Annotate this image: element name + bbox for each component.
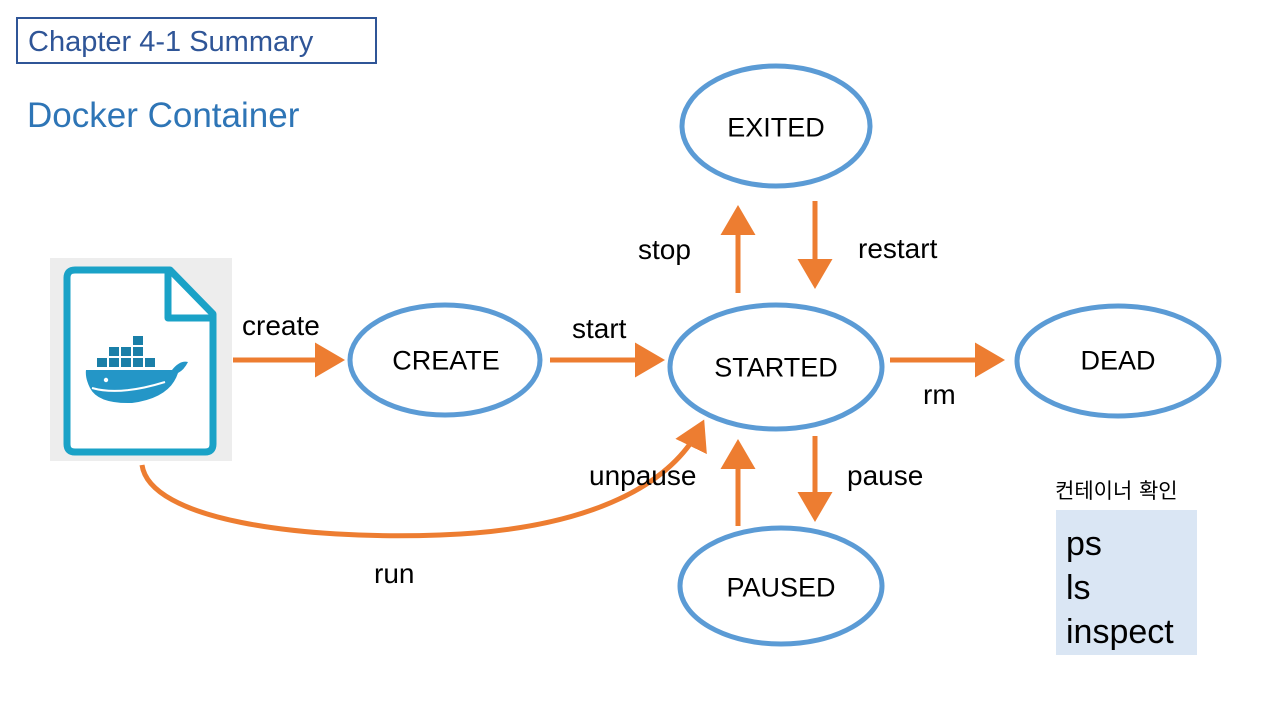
state-exited-label: EXITED	[727, 112, 825, 143]
state-paused	[677, 525, 885, 647]
state-dead-label: DEAD	[1080, 345, 1156, 376]
state-create	[347, 302, 543, 418]
command-heading: 컨테이너 확인	[1055, 479, 1178, 503]
whale-icon	[85, 336, 188, 404]
command-item: ps	[1066, 525, 1102, 563]
state-create-label: CREATE	[392, 345, 500, 376]
command-list: ps ls inspect	[1056, 510, 1197, 655]
transition-rm-label: rm	[923, 379, 956, 410]
transition-create-label: create	[242, 310, 320, 341]
arrow-run	[139, 419, 707, 539]
state-exited	[679, 63, 873, 189]
state-started	[667, 302, 885, 432]
slide-title: Chapter 4-1 Summary	[16, 17, 377, 64]
docker-image-file-icon	[50, 258, 232, 461]
transition-unpause-label: unpause	[589, 460, 697, 491]
state-paused-label: PAUSED	[726, 572, 836, 603]
command-item: ls	[1066, 569, 1091, 607]
state-dead	[1014, 303, 1222, 419]
command-item: inspect	[1066, 613, 1174, 651]
transition-run-label: run	[374, 558, 415, 589]
state-started-label: STARTED	[714, 352, 838, 383]
slide-subtitle: Docker Container	[27, 96, 300, 135]
transition-start-label: start	[572, 313, 627, 344]
transition-restart-label: restart	[858, 233, 938, 264]
transition-stop-label: stop	[638, 234, 691, 265]
transition-pause-label: pause	[847, 460, 924, 491]
